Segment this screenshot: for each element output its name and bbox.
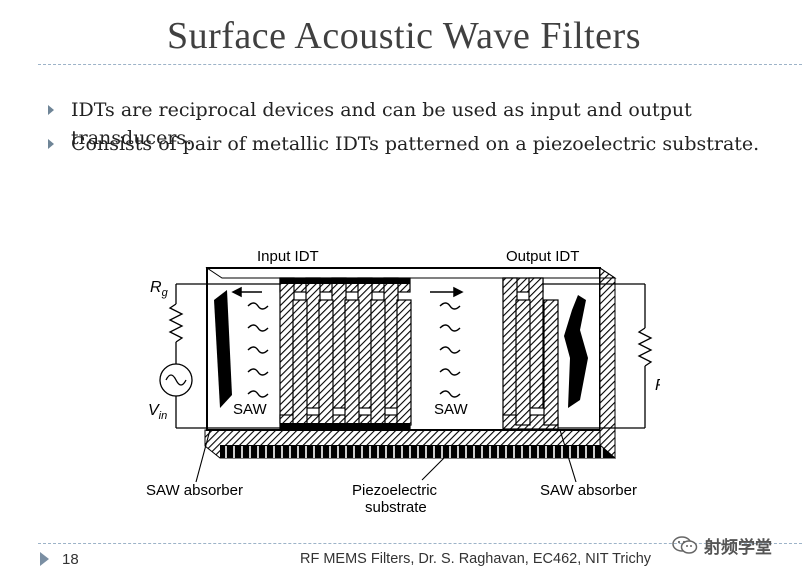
saw-absorber-right-shape: [564, 295, 588, 408]
wave-arrow-left: [231, 286, 262, 298]
source-circuit: [159, 283, 300, 429]
substrate-right-face: [599, 267, 616, 460]
saw-absorber-left-shape: [214, 290, 232, 408]
load-circuit: [543, 283, 653, 429]
rg-label: Rg: [150, 279, 169, 299]
footer-arrow-icon: [40, 552, 49, 566]
watermark-text: 射频学堂: [704, 537, 772, 558]
leader-lines: [195, 429, 577, 483]
piezo-label-line2: substrate: [365, 499, 427, 516]
saw-filter-diagram: Input IDT Output IDT Rg Vin RL SAW SAW S…: [146, 248, 660, 516]
bullet-item: IDTs are reciprocal devices and can be u…: [44, 96, 804, 149]
substrate-edge-ticks: [225, 446, 603, 458]
bullet-list: IDTs are reciprocal devices and can be u…: [44, 96, 804, 164]
watermark: 射频学堂: [672, 532, 772, 558]
footer-divider: [38, 543, 802, 544]
bullet-text: Consists of pair of metallic IDTs patter…: [71, 133, 760, 155]
page-number: 18: [62, 551, 79, 568]
footer-text: RF MEMS Filters, Dr. S. Raghavan, EC462,…: [300, 551, 652, 567]
vin-label: Vin: [148, 402, 167, 422]
output-idt-label: Output IDT: [506, 248, 579, 265]
saw-mid-label: SAW: [434, 401, 468, 418]
input-idt: [279, 277, 412, 430]
rl-label: RL: [655, 377, 660, 397]
saw-absorber-right-label: SAW absorber: [540, 482, 637, 499]
wave-arrow-right: [430, 286, 464, 298]
saw-absorber-left-label: SAW absorber: [146, 482, 243, 499]
slide-title: Surface Acoustic Wave Filters: [166, 15, 641, 57]
saw-left-label: SAW: [233, 401, 267, 418]
bullet-arrow-icon: [48, 105, 54, 115]
wechat-icon: [672, 536, 698, 554]
input-idt-label: Input IDT: [257, 248, 319, 265]
substrate-top-edge: [205, 267, 617, 279]
bullet-item: Consists of pair of metallic IDTs patter…: [44, 130, 804, 164]
wave-squiggles-left: [247, 302, 269, 398]
piezo-label-line1: Piezoelectric: [352, 482, 438, 499]
bullet-arrow-icon: [48, 139, 54, 149]
title-divider: [38, 64, 802, 65]
input-idt-fill: [280, 278, 410, 429]
wave-squiggles-middle: [439, 302, 461, 398]
bullet-text: IDTs are reciprocal devices and can be u…: [71, 99, 692, 149]
output-idt: [502, 277, 559, 430]
